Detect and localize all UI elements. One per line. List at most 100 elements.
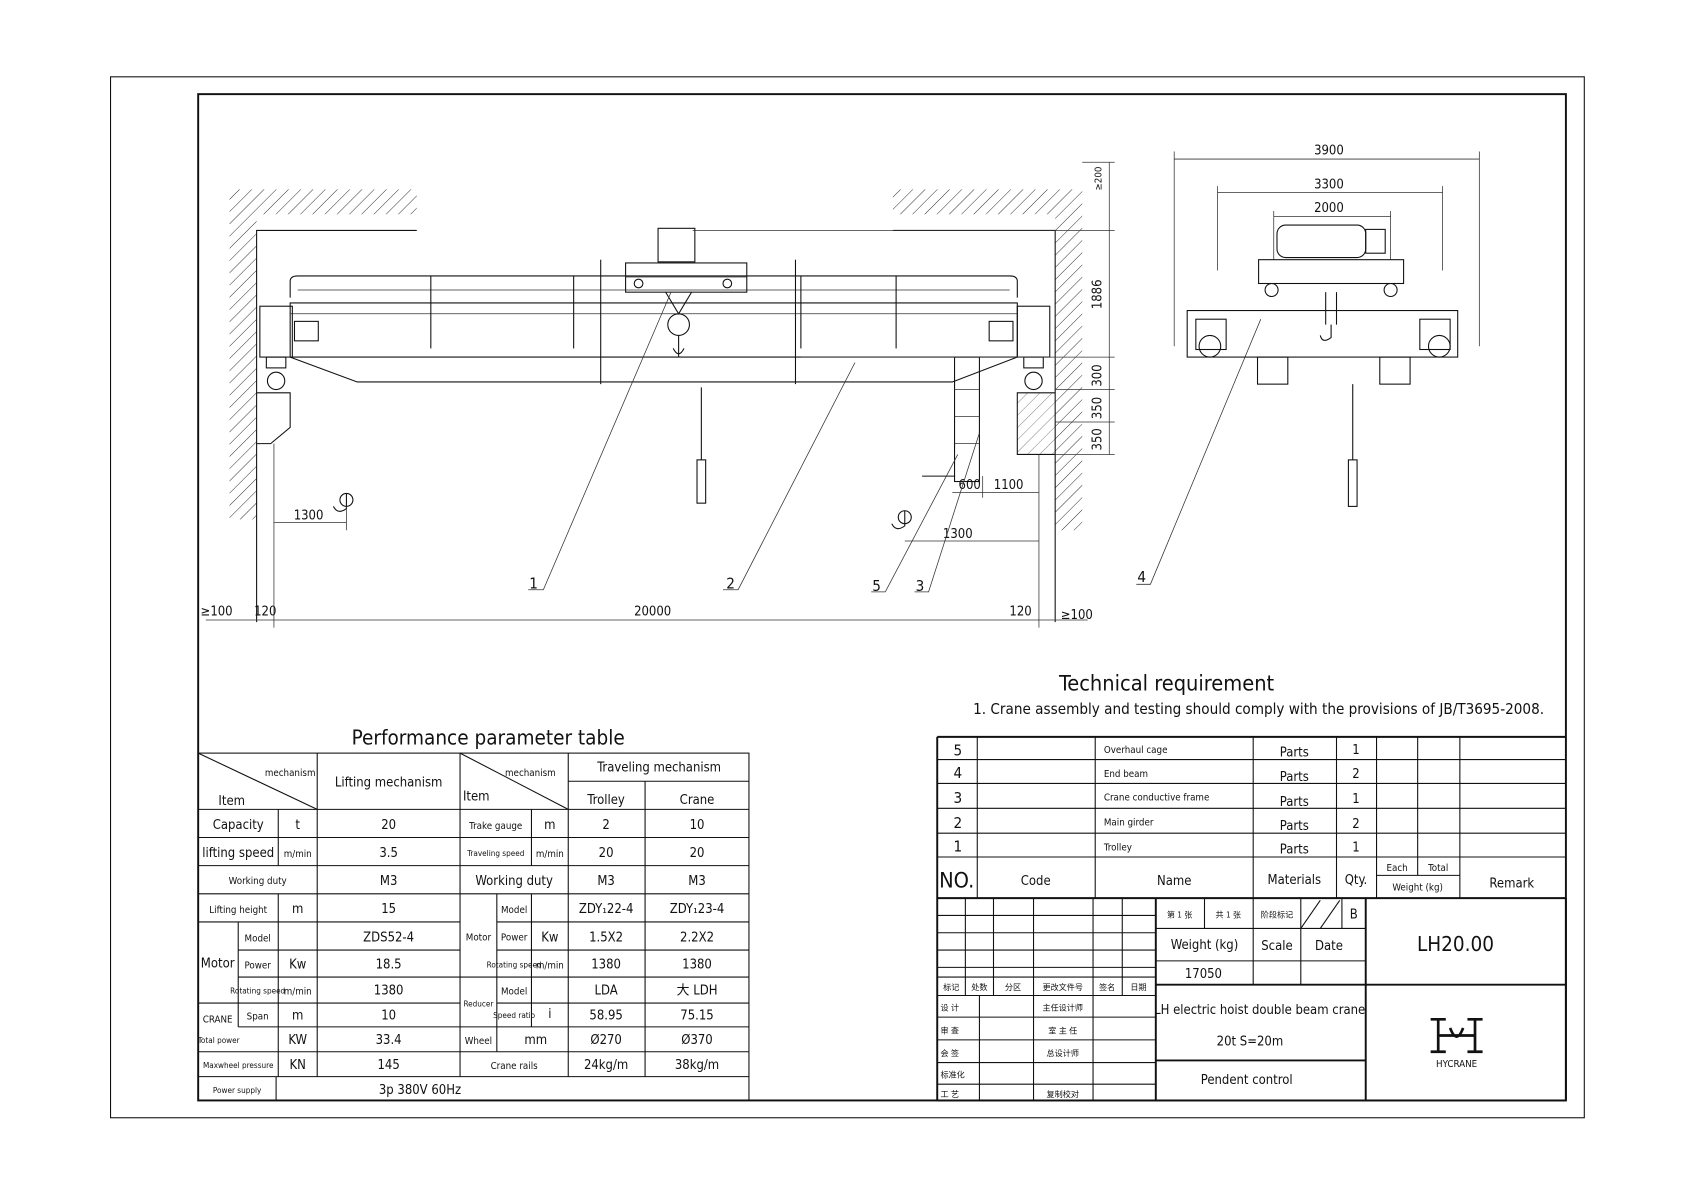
dim-3900: 3900 (1314, 144, 1344, 159)
end-carriages (259, 305, 1051, 391)
row-trolley: 1380 (591, 957, 621, 972)
row-label: Power (244, 960, 271, 971)
header-trolley: Trolley (586, 793, 625, 808)
svg-text:1: 1 (1352, 841, 1359, 856)
svg-text:设 计: 设 计 (940, 1003, 959, 1013)
header-total: Total (1427, 863, 1448, 874)
header-no: NO. (939, 868, 974, 893)
row-value: 15 (381, 902, 396, 917)
row-trolley: M3 (597, 874, 615, 889)
svg-text:Main girder: Main girder (1104, 818, 1154, 829)
dim-top-clearance: ≥200 (1094, 167, 1105, 191)
row-unit: m/min (536, 849, 564, 860)
row-value: ZDS52-4 (363, 930, 414, 945)
svg-text:5: 5 (953, 741, 962, 759)
performance-table: Performance parameter table (197, 725, 750, 1101)
svg-text:工 艺: 工 艺 (940, 1089, 959, 1099)
dim-600: 600 (959, 478, 981, 493)
title-block: 标记 处数 分区 更改文件号 签名 日期 设 计 审 查 会 签 标准化 工 艺… (937, 898, 1567, 1102)
row-crane: 2.2X2 (680, 930, 714, 945)
building-walls (229, 189, 1083, 623)
row-crane: ZDY₁23-4 (670, 902, 725, 917)
header-crane: Crane (680, 793, 715, 808)
row-value: 10 (381, 1008, 396, 1023)
svg-text:1: 1 (1352, 792, 1359, 807)
drawing-description: LH electric hoist double beam crane (1154, 1003, 1365, 1018)
row-label: Power (501, 932, 528, 943)
header-mechanism-right: mechanism (505, 768, 556, 779)
dim-hook-right: 1300 (943, 527, 973, 542)
svg-text:总设计师: 总设计师 (1047, 1048, 1079, 1058)
header-each: Each (1386, 863, 1407, 874)
side-pendant (1347, 459, 1358, 507)
row-label: Model (501, 905, 527, 916)
svg-text:Crane conductive frame: Crane conductive frame (1104, 793, 1209, 804)
parts-list: 5 Overhaul cage Parts 1 4 End beam Parts… (936, 735, 1566, 1101)
svg-text:1: 1 (953, 838, 962, 856)
header-lifting: Lifting mechanism (335, 776, 443, 791)
header-materials: Materials (1268, 873, 1321, 888)
group-reducer: Reducer (463, 998, 493, 1008)
row-label: Working duty (229, 876, 287, 887)
scale-label: Scale (1261, 939, 1292, 954)
power-supply-value: 3p 380V 60Hz (379, 1083, 461, 1098)
trolley-frame (1258, 259, 1405, 285)
svg-text:2: 2 (1352, 817, 1359, 832)
hook-right-icon (891, 510, 912, 530)
control-type: Pendent control (1201, 1073, 1293, 1088)
svg-text:Overhaul cage: Overhaul cage (1104, 745, 1168, 756)
row-label: Trake gauge (468, 821, 522, 832)
end-beam (1186, 310, 1459, 358)
row-value: 145 (377, 1058, 399, 1073)
callout-2: 2 (726, 575, 735, 593)
row-label: Traveling speed (466, 848, 524, 858)
dim-left-120: 120 (254, 605, 276, 620)
row-unit: KW (288, 1033, 307, 1048)
group-motor-right: Motor (466, 932, 492, 943)
svg-text:4: 4 (953, 764, 962, 782)
svg-text:3: 3 (953, 789, 962, 807)
row-trolley: 58.95 (589, 1008, 622, 1023)
sheet-number: 第 1 张 (1167, 910, 1193, 920)
dim-hook-left: 1300 (294, 508, 324, 523)
row-trolley: ZDY₁22-4 (579, 902, 634, 917)
row-crane: 38kg/m (675, 1058, 719, 1073)
stage-mark-label: 阶段标记 (1261, 910, 1293, 920)
row-label: Rotating speed (487, 959, 542, 969)
row-unit: m/min (284, 986, 312, 997)
dim-350a: 350 (1091, 397, 1106, 419)
front-view: ≥200 1886 300 350 350 600 1100 1300 1300… (201, 161, 1262, 628)
callout-4: 4 (1137, 568, 1146, 586)
svg-text:2: 2 (1352, 767, 1359, 782)
row-unit: m/min (536, 960, 564, 971)
svg-text:1: 1 (1352, 743, 1359, 758)
svg-text:复制校对: 复制校对 (1047, 1089, 1079, 1099)
svg-text:审 查: 审 查 (940, 1025, 959, 1035)
row-value: 3.5 (379, 846, 398, 861)
row-unit: m (292, 1008, 303, 1023)
row-label: Maxwheel pressure (203, 1060, 274, 1070)
svg-text:主任设计师: 主任设计师 (1042, 1003, 1083, 1013)
row-unit: t (295, 818, 300, 833)
pendant-control (696, 387, 707, 504)
callout-leaders (528, 292, 1262, 593)
callout-3: 3 (916, 577, 925, 595)
inner-frame (197, 93, 1567, 1102)
dim-right-120: 120 (1009, 605, 1031, 620)
weight-value: 17050 (1185, 967, 1222, 982)
row-label: Speed ratio (493, 1010, 536, 1020)
row-label: Lifting height (209, 905, 267, 916)
row-crane: Ø370 (681, 1033, 712, 1048)
dim-1100: 1100 (994, 478, 1024, 493)
svg-text:Parts: Parts (1280, 843, 1309, 858)
row-label: Total power (197, 1035, 240, 1045)
dim-3300: 3300 (1314, 177, 1344, 192)
row-value: M3 (380, 874, 397, 889)
drawing-number: LH20.00 (1417, 932, 1494, 956)
row-unit: KN (290, 1058, 306, 1073)
tech-title: Technical requirement (1058, 671, 1274, 696)
svg-text:更改文件号: 更改文件号 (1042, 982, 1083, 992)
trolley (625, 227, 748, 358)
parts-row-5: 5 Overhaul cage Parts 1 (953, 741, 1359, 760)
